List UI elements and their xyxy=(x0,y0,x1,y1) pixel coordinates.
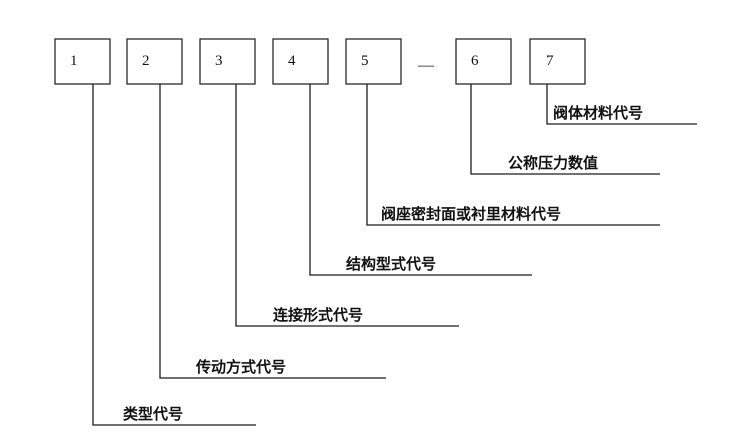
code-box-3: 3 xyxy=(199,38,256,85)
code-box-1-digit: 1 xyxy=(70,53,78,69)
code-box-6-digit: 6 xyxy=(471,53,479,69)
code-box-6: 6 xyxy=(455,38,512,85)
code-box-2-digit: 2 xyxy=(142,53,150,69)
leader-line-4 xyxy=(309,84,532,276)
leader-line-6 xyxy=(470,84,660,175)
label-type-code: 类型代号 xyxy=(123,405,183,423)
label-seat-material-code: 阀座密封面或衬里材料代号 xyxy=(381,205,561,223)
code-box-3-digit: 3 xyxy=(215,53,223,69)
code-box-1: 1 xyxy=(54,38,111,85)
code-box-7: 7 xyxy=(529,38,586,85)
code-box-5: 5 xyxy=(345,38,402,85)
code-separator: — xyxy=(417,57,435,74)
code-box-7-digit: 7 xyxy=(546,53,554,69)
code-box-4: 4 xyxy=(272,38,329,85)
leader-line-5 xyxy=(366,84,660,226)
code-box-2: 2 xyxy=(126,38,183,85)
label-body-material-code: 阀体材料代号 xyxy=(553,104,643,122)
code-box-5-digit: 5 xyxy=(361,53,369,69)
label-structure-type-code: 结构型式代号 xyxy=(346,255,436,273)
leader-line-2 xyxy=(159,84,386,379)
leader-line-3 xyxy=(235,84,459,327)
label-nominal-pressure: 公称压力数值 xyxy=(508,154,598,172)
leader-line-7 xyxy=(546,84,697,125)
leader-line-1 xyxy=(92,84,256,426)
label-connection-form-code: 连接形式代号 xyxy=(273,306,363,324)
label-drive-mode-code: 传动方式代号 xyxy=(195,358,286,376)
code-box-4-digit: 4 xyxy=(288,53,296,69)
